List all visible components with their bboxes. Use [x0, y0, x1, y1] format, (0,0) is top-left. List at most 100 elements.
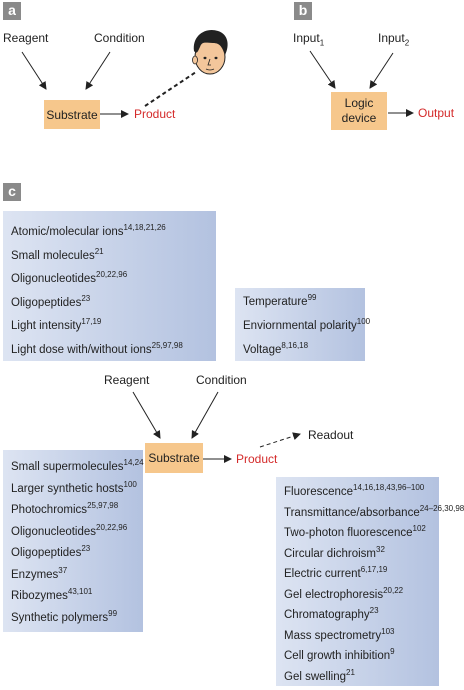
substrate-box-c: Substrate	[145, 443, 203, 473]
reagent-input-item-text: Oligopeptides	[11, 296, 82, 309]
substrate-item-ref: 20,22,96	[96, 522, 128, 532]
condition-item-ref: 99	[307, 293, 317, 302]
reagent-input-item: Light intensity17,19	[11, 317, 101, 332]
condition-item: Enviornmental polarity100	[243, 317, 370, 332]
readout-item-text: Cell growth inhibition	[284, 649, 391, 662]
condition-item: Voltage8,16,18	[243, 341, 308, 356]
readout-item-text: Mass spectrometry	[284, 629, 382, 642]
condition-item-text: Temperature	[243, 295, 308, 308]
readout-item: Two-photon fluorescence102	[284, 524, 426, 539]
reagent-input-item: Atomic/molecular ions14,18,21,26	[11, 223, 166, 238]
dashed-readout-arrow	[259, 432, 301, 448]
readout-item-ref: 24–26,30,98	[419, 503, 464, 513]
substrate-item: Synthetic polymers99	[11, 609, 117, 624]
condition-item: Temperature99	[243, 293, 316, 308]
substrate-item-text: Oligopeptides	[11, 546, 82, 559]
input1-label: Input1	[293, 31, 325, 48]
logic-device-box: Logic device	[331, 92, 387, 130]
substrate-item-ref: 99	[108, 608, 118, 618]
reagent-input-item-ref: 14,18,21,26	[123, 223, 166, 232]
substrate-item-ref: 43,101	[67, 587, 93, 596]
substrate-item: Oligopeptides23	[11, 544, 90, 559]
readout-item: Transmittance/absorbance24–26,30,98	[284, 504, 464, 519]
substrate-item-text: Photochromics	[11, 503, 88, 516]
readout-item-text: Gel swelling	[284, 670, 346, 683]
readout-item: Electric current6,17,19	[284, 565, 387, 580]
readout-item-ref: 103	[381, 626, 395, 636]
reagent-input-item-text: Light dose with/without ions	[11, 343, 152, 356]
dashed-observe-line	[144, 71, 197, 107]
substrate-item-text: Enzymes	[11, 568, 59, 581]
reagent-input-item: Oligonucleotides20,22,96	[11, 270, 127, 285]
substrate-item-text: Synthetic polymers	[11, 611, 109, 624]
reagent-input-item: Oligopeptides23	[11, 294, 90, 309]
readout-item-ref: 32	[376, 544, 385, 554]
reagent-input-item-text: Oligonucleotides	[11, 272, 97, 285]
substrate-item: Ribozymes43,101	[11, 587, 92, 602]
substrate-item: Oligonucleotides20,22,96	[11, 523, 127, 538]
logic-device-line2: device	[341, 111, 377, 125]
readout-item-ref: 14,16,18,43,96–100	[353, 483, 425, 492]
input2-label: Input2	[378, 31, 410, 48]
panel-label-c: c	[3, 183, 21, 201]
readout-item-text: Two-photon fluorescence	[284, 526, 413, 539]
readout-item-ref: 6,17,19	[360, 565, 388, 574]
substrate-item-ref: 37	[58, 565, 68, 575]
readout-item-text: Fluorescence	[284, 485, 354, 498]
output-label: Output	[418, 106, 455, 120]
substrate-item: Enzymes37	[11, 566, 67, 581]
reagent-input-item: Light dose with/without ions25,97,98	[11, 341, 183, 356]
product-label-a: Product	[134, 107, 176, 121]
substrate-item: Larger synthetic hosts100	[11, 480, 137, 495]
substrate-box-a: Substrate	[44, 100, 100, 129]
readout-item-text: Circular dichroism	[284, 547, 377, 560]
arrow-condition-to-substrate-a	[85, 51, 111, 90]
condition-item-text: Enviornmental polarity	[243, 319, 357, 332]
readout-item-text: Electric current	[284, 567, 361, 580]
readout-item: Gel swelling21	[284, 668, 355, 683]
reagent-input-item: Small molecules21	[11, 247, 104, 262]
readout-item: Circular dichroism32	[284, 545, 385, 560]
readout-item-ref: 20,22	[383, 585, 404, 595]
arrow-reagent-to-substrate-c	[132, 391, 161, 439]
readout-label: Readout	[308, 428, 354, 442]
readout-item: Fluorescence14,16,18,43,96–100	[284, 483, 424, 498]
readout-item-ref: 21	[346, 667, 355, 677]
substrate-item-ref: 100	[123, 479, 137, 489]
logic-device-line1: Logic	[344, 96, 374, 110]
arrow-input2-to-device	[369, 52, 394, 89]
readout-item: Chromatography23	[284, 606, 379, 621]
reagent-input-item-ref: 21	[94, 246, 104, 256]
readout-item: Gel electrophoresis20,22	[284, 586, 403, 601]
arrow-reagent-to-substrate-a	[21, 51, 47, 90]
readout-item: Cell growth inhibition9	[284, 647, 395, 662]
condition-item-ref: 8,16,18	[281, 341, 309, 350]
condition-item-text: Voltage	[243, 343, 282, 356]
condition-item-ref: 100	[356, 317, 371, 326]
readout-item-text: Transmittance/absorbance	[284, 506, 420, 519]
human-face-icon	[192, 29, 228, 75]
condition-label-a: Condition	[94, 31, 145, 45]
substrate-item-text: Larger synthetic hosts	[11, 482, 124, 495]
readout-item-ref: 9	[390, 647, 395, 656]
panel-label-b: b	[294, 2, 312, 20]
arrow-input1-to-device	[309, 50, 336, 89]
condition-label-c: Condition	[196, 373, 247, 387]
substrate-item-ref: 23	[81, 544, 91, 553]
reagent-input-item-text: Light intensity	[11, 319, 82, 332]
reagent-input-item-ref: 17,19	[81, 317, 102, 326]
reagent-input-item-ref: 25,97,98	[151, 340, 183, 350]
reagent-input-item-text: Small molecules	[11, 249, 95, 262]
readout-item-text: Gel electrophoresis	[284, 588, 384, 601]
arrow-condition-to-substrate-c	[191, 391, 219, 439]
reagent-input-item-ref: 23	[81, 293, 91, 303]
substrate-item-ref: 25,97,98	[87, 501, 119, 510]
substrate-item-text: Ribozymes	[11, 589, 68, 602]
substrate-item-text: Oligonucleotides	[11, 525, 97, 538]
product-label-c: Product	[236, 452, 278, 466]
